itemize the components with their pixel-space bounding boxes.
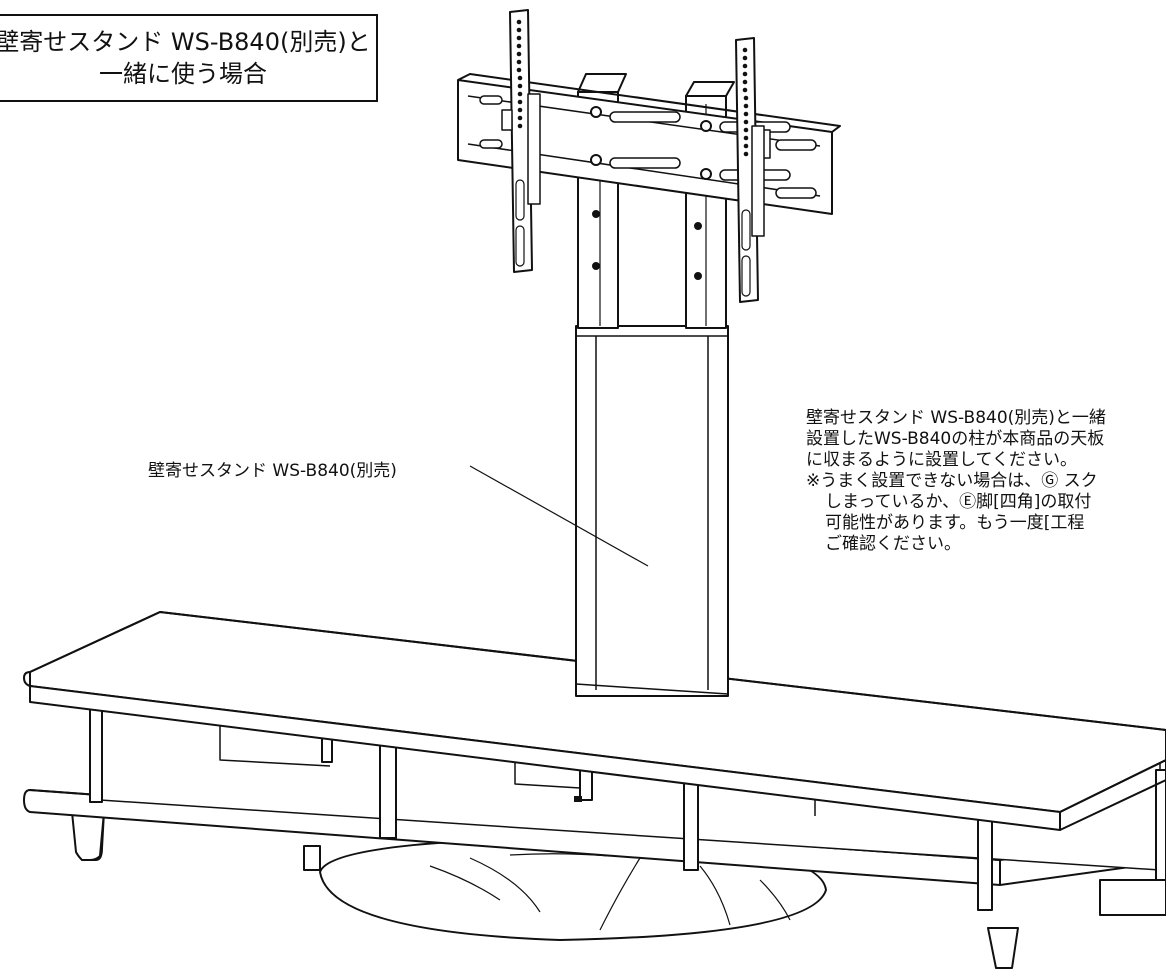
title-line-1: 壁寄せスタンド WS-B840(別売)と (0, 28, 371, 56)
note-line-5: しまっているか、Ⓔ脚[四角]の取付 (825, 492, 1092, 512)
mount-vertical-arms (501, 9, 771, 303)
note-line-2: 設置したWS-B840の柱が本商品の天板 (806, 429, 1105, 449)
title-line-2: 一緒に使う場合 (99, 60, 267, 88)
stand-legs (71, 811, 1166, 969)
title-box: 壁寄せスタンド WS-B840(別売)と 一緒に使う場合 (0, 14, 378, 102)
note-line-6: 可能性があります。もう一度[工程 (825, 513, 1085, 533)
note-line-7: ご確認ください。 (825, 534, 961, 554)
installation-note: 壁寄せスタンド WS-B840(別売)と一緒 設置したWS-B840の柱が本商品… (806, 408, 1106, 555)
note-line-3: に収まるように設置してください。 (806, 450, 1077, 470)
note-line-1: 壁寄せスタンド WS-B840(別売)と一緒 (806, 408, 1106, 428)
callout-leader-line (469, 465, 649, 567)
callout-label: 壁寄せスタンド WS-B840(別売) (148, 461, 397, 481)
arm-holes (516, 19, 749, 157)
note-line-4: ※うまく設置できない場合は、Ⓖ スク (806, 471, 1098, 491)
stand-column (574, 73, 735, 802)
